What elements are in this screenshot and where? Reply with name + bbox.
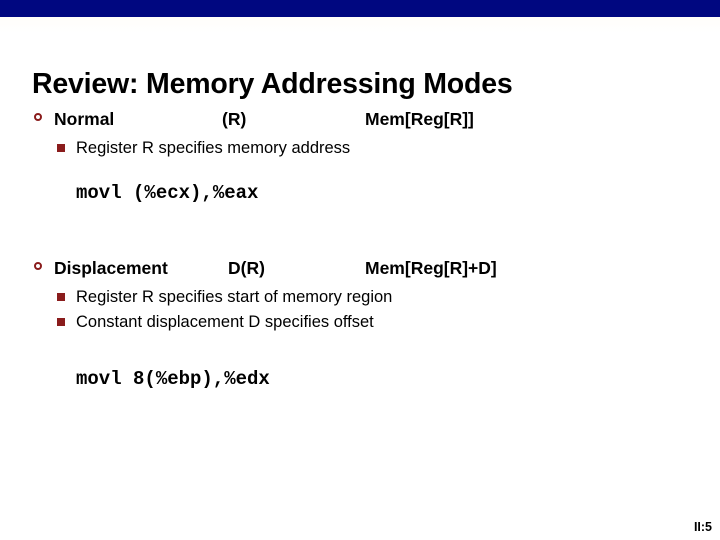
detail-text: Register R specifies memory address [76,139,351,157]
mode-name-displacement: Displacement [54,258,168,278]
slide-body: Normal (R) Mem[Reg[R]] Register R specif… [0,104,720,391]
detail-row: Constant displacement D specifies offset [0,310,720,335]
mode-syntax-normal: (R) [222,109,247,129]
square-bullet-icon [57,293,65,301]
spacer [0,355,720,367]
circle-bullet-icon [34,262,42,270]
detail-text: Constant displacement D specifies offset [76,313,374,331]
page-title: Review: Memory Addressing Modes [32,68,513,101]
addressing-mode-row-displacement: Displacement D(R) Mem[Reg[R]+D] [0,253,720,285]
detail-text: Register R specifies start of memory reg… [76,288,393,306]
square-bullet-icon [57,318,65,326]
spacer [0,161,720,181]
top-bar-gradient [0,17,720,33]
mode-semantics-normal: Mem[Reg[R]] [365,109,474,129]
square-bullet-icon [57,144,65,152]
addressing-mode-row-normal: Normal (R) Mem[Reg[R]] [0,104,720,136]
circle-bullet-icon [34,113,42,121]
spacer [0,205,720,233]
code-example-displacement: movl 8(%ebp),%edx [76,368,270,390]
spacer [0,335,720,355]
top-accent-bar [0,0,720,17]
code-example-normal: movl (%ecx),%eax [76,182,259,204]
slide-number: II:5 [693,520,712,534]
detail-row: Register R specifies memory address [0,136,720,161]
mode-name-normal: Normal [54,109,115,129]
detail-row: Register R specifies start of memory reg… [0,285,720,310]
spacer [0,233,720,253]
mode-semantics-displacement: Mem[Reg[R]+D] [365,258,497,278]
mode-syntax-displacement: D(R) [228,258,265,278]
